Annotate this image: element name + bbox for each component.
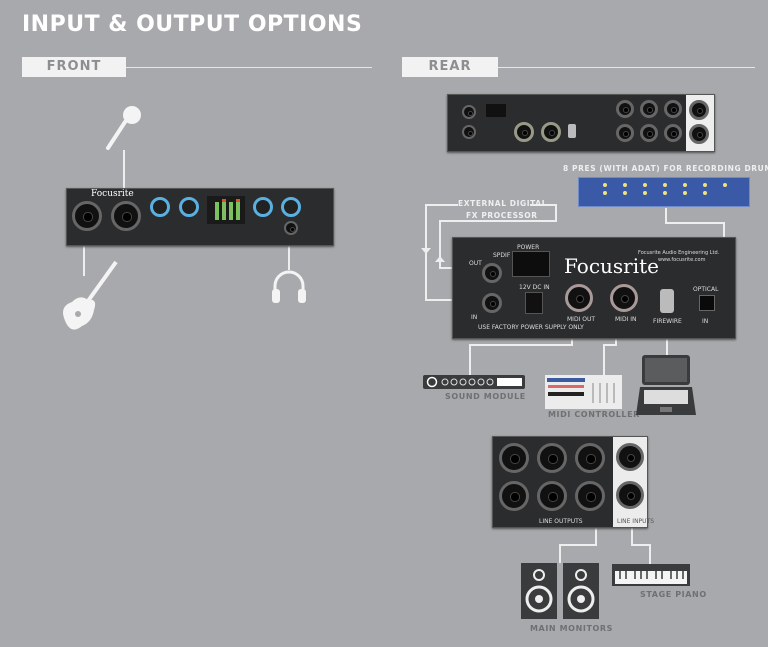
keyboard-icon xyxy=(612,564,690,586)
section-front-label: FRONT xyxy=(22,57,126,77)
rear-panel-detail: SPDIF OUT IN POWER 12V DC IN USE FACTORY… xyxy=(452,237,736,339)
spdif-label: SPDIF xyxy=(493,252,511,259)
front-panel-device: Focusrite xyxy=(66,188,334,246)
spdif-in-label: IN xyxy=(471,314,478,321)
guitar-icon xyxy=(63,260,118,330)
microphone-icon xyxy=(106,106,141,150)
divider xyxy=(126,67,372,68)
section-rear-label: REAR xyxy=(402,57,498,77)
midi-controller-label: MIDI CONTROLLER xyxy=(548,410,640,419)
sound-module-label: SOUND MODULE xyxy=(445,392,526,401)
level-meters xyxy=(207,196,245,224)
line-outputs-label: LINE OUTPUTS xyxy=(539,518,583,525)
midi-in-port xyxy=(610,284,638,312)
monitor-knob xyxy=(253,197,273,217)
midi-in-label: MIDI IN xyxy=(615,316,637,323)
midi-out-port xyxy=(565,284,593,312)
headphone-jack xyxy=(284,221,298,235)
midi-out-label: MIDI OUT xyxy=(567,316,596,323)
optical-label: OPTICAL xyxy=(693,286,719,293)
spdif-out-label: OUT xyxy=(469,260,482,267)
spdif-out-jack xyxy=(482,263,502,283)
combo-input-2 xyxy=(111,201,141,231)
dc-in-label: 12V DC IN xyxy=(519,284,550,291)
fx-label-line2: FX PROCESSOR xyxy=(466,211,538,220)
midi-controller-icon xyxy=(545,375,622,409)
company-name: Focusrite Audio Engineering Ltd. xyxy=(638,250,720,256)
power-note: USE FACTORY POWER SUPPLY ONLY xyxy=(478,324,584,331)
divider xyxy=(498,67,755,68)
headphone-knob xyxy=(281,197,301,217)
front-brand: Focusrite xyxy=(91,189,134,199)
power-switch[interactable] xyxy=(512,251,550,277)
company-url: www.focusrite.com xyxy=(658,257,706,263)
rear-brand: Focusrite xyxy=(564,254,659,278)
spdif-in-jack xyxy=(482,293,502,313)
stage-piano-label: STAGE PIANO xyxy=(640,590,707,599)
gain-knob-1 xyxy=(150,197,170,217)
fx-label-line1: EXTERNAL DIGITAL xyxy=(458,199,548,208)
optical-port xyxy=(699,295,715,311)
rear-panel-overview xyxy=(447,94,715,152)
line-io-panel: LINE OUTPUTS LINE INPUTS xyxy=(492,436,654,528)
combo-input-1 xyxy=(72,201,102,231)
preamp-rack-icon xyxy=(578,177,750,207)
headphones-icon xyxy=(272,270,306,303)
firewire-label: FIREWIRE xyxy=(653,318,682,325)
main-monitors-label: MAIN MONITORS xyxy=(530,624,614,633)
drums-label: 8 PRES (WITH ADAT) FOR RECORDING DRUMS xyxy=(563,164,768,173)
power-label: POWER xyxy=(517,244,540,251)
dc-in-jack xyxy=(525,292,543,314)
sound-module-icon xyxy=(423,375,525,389)
optical-in-label: IN xyxy=(702,318,709,325)
line-inputs-label: LINE INPUTS xyxy=(617,518,655,525)
laptop-icon xyxy=(636,355,696,415)
firewire-port xyxy=(660,289,674,313)
page-title: INPUT & OUTPUT OPTIONS xyxy=(22,12,363,37)
speaker-icon xyxy=(521,563,599,619)
gain-knob-2 xyxy=(179,197,199,217)
